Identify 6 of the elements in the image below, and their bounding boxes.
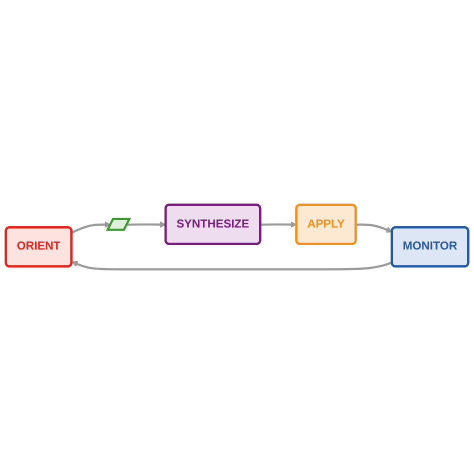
arrow [356,223,393,233]
arrow [126,221,166,228]
arrow [71,221,111,234]
arrow [71,260,393,270]
arrow [260,221,297,228]
node-blade [106,218,132,231]
